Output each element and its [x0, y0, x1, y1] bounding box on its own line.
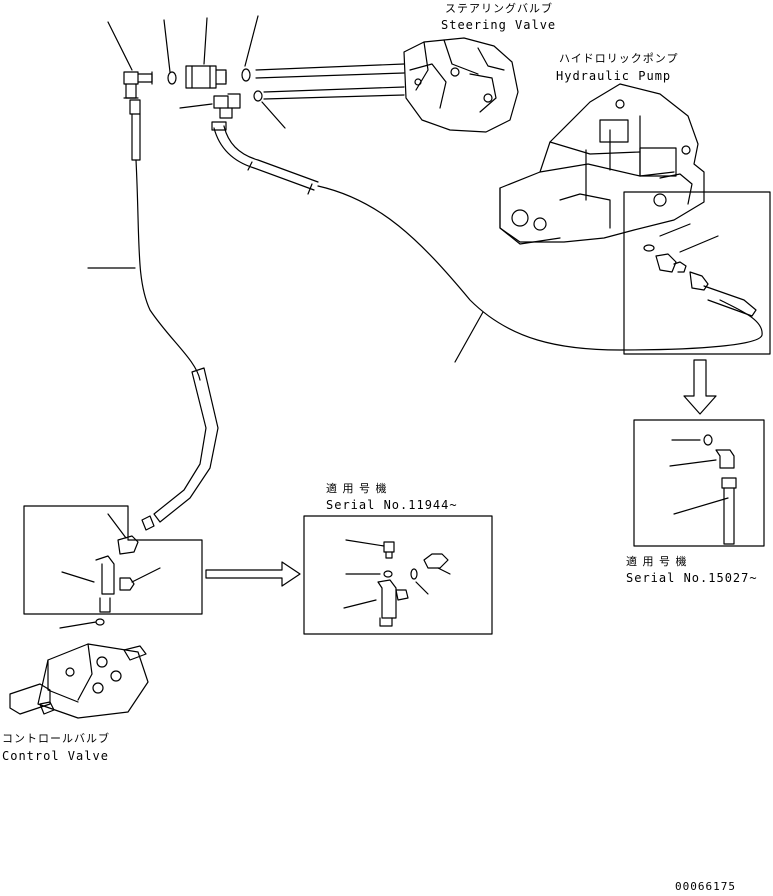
- pressure-hose: [211, 121, 763, 351]
- control-valve-label-jp: コントロールバルブ: [2, 732, 110, 745]
- o-ring-3: [253, 90, 263, 102]
- elbow-fitting-1: [123, 71, 153, 99]
- detail-box-pump: [623, 191, 771, 355]
- applicable-serial-2-label-jp: 適 用 号 機: [626, 555, 688, 568]
- return-hose: [129, 99, 219, 531]
- steering-valve-label-en: Steering Valve: [441, 18, 557, 32]
- detail-box-serial-15027: [633, 419, 765, 547]
- hydraulic-pump-label-en: Hydraulic Pump: [556, 69, 672, 83]
- hydraulic-pump-label-jp: ハイドロリックポンプ: [559, 52, 679, 65]
- elbow-fitting-2: [213, 93, 241, 119]
- applicable-serial-1-label: Serial No.11944~: [326, 498, 458, 512]
- drawing-number: 00066175: [675, 880, 736, 893]
- applicable-serial-2-label: Serial No.15027~: [626, 571, 758, 585]
- o-ring-1: [167, 71, 177, 85]
- detail-box-serial-11944: [303, 515, 493, 635]
- control-valve: [9, 618, 149, 719]
- control-valve-label-en: Control Valve: [2, 749, 109, 763]
- arrow-down: [683, 359, 717, 415]
- arrow-right: [205, 561, 301, 587]
- hydraulic-pump: [499, 83, 705, 245]
- steel-tubes-to-steering: [255, 63, 405, 100]
- applicable-serial-1-label-jp: 適 用 号 機: [326, 482, 388, 495]
- steering-valve: [403, 37, 519, 133]
- detail-box-control-valve: [23, 505, 203, 615]
- swivel-connector: [185, 65, 227, 89]
- leader-lines-top: [87, 15, 484, 363]
- o-ring-2: [241, 68, 251, 82]
- steering-valve-label-jp: ステアリングバルブ: [445, 2, 553, 15]
